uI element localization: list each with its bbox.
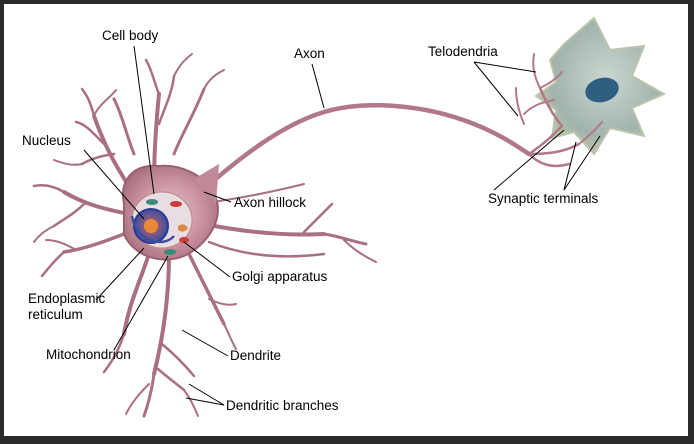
label-cell-body: Cell body [102,28,159,43]
golgi-shape [178,224,188,232]
organelle-green-1 [146,199,158,205]
labels: Cell body Nucleus Axon Telodendria Axon … [22,28,599,413]
label-dendrite: Dendrite [230,348,281,363]
axon [201,53,603,192]
endoplasmic-reticulum-shape [130,215,175,244]
label-mitochondrion: Mitochondrion [46,347,131,362]
target-nucleus [585,77,619,103]
dendrites [32,53,377,418]
label-axon-hillock: Axon hillock [234,195,306,210]
label-axon: Axon [294,46,325,61]
nucleolus [144,219,158,233]
label-endoplasmic-line1: Endoplasmic [28,291,106,306]
label-synaptic-terminals: Synaptic terminals [488,191,599,206]
label-telodendria: Telodendria [428,44,498,59]
organelle-red-1 [170,201,182,207]
diagram-frame: Cell body Nucleus Axon Telodendria Axon … [4,4,688,436]
label-dendritic-branches: Dendritic branches [226,398,339,413]
mitochondrion-shape [164,249,176,255]
organelles [130,191,193,255]
neuron-diagram: Cell body Nucleus Axon Telodendria Axon … [22,16,667,418]
label-nucleus: Nucleus [22,133,71,148]
axon-hillock-shape [194,164,219,204]
label-golgi-apparatus: Golgi apparatus [232,269,328,284]
organelle-red-2 [179,237,189,243]
label-endoplasmic-line2: reticulum [28,307,83,322]
leader-lines [83,45,601,406]
